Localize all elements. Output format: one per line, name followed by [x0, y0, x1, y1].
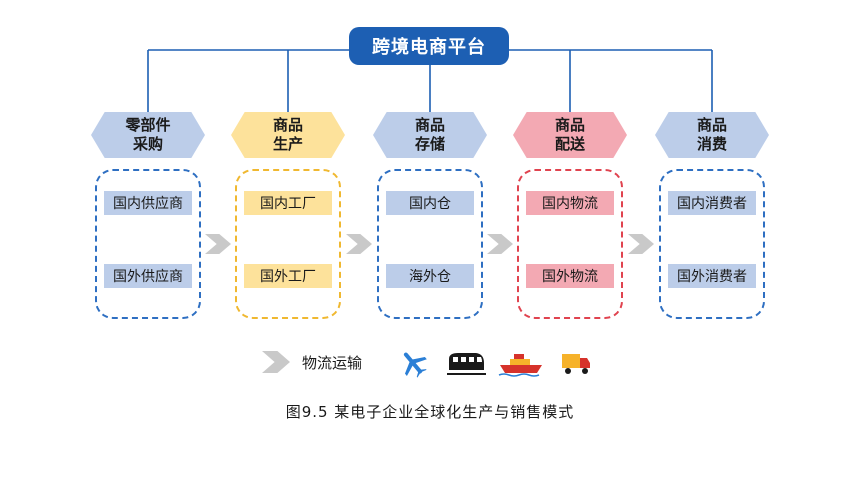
- stage-label-line2: 采购: [132, 135, 163, 153]
- figure-caption: 图9.5 某电子企业全球化生产与销售模式: [285, 403, 575, 421]
- stage-group-production: 国内工厂 国外工厂: [235, 169, 341, 319]
- flow-arrow-icon: [628, 234, 654, 254]
- item-domestic-logistics: 国内物流: [526, 191, 614, 215]
- stage-label-line2: 生产: [272, 135, 303, 153]
- item-overseas-warehouse: 海外仓: [386, 264, 474, 288]
- item-domestic-consumer: 国内消费者: [668, 191, 756, 215]
- item-domestic-factory: 国内工厂: [244, 191, 332, 215]
- stage-hexagon-consumption: 商品 消费: [655, 112, 769, 158]
- stage-label-line1: 商品: [696, 116, 727, 134]
- train-icon: [447, 353, 486, 375]
- platform-box: 跨境电商平台: [349, 27, 509, 65]
- stage-hexagon-production: 商品 生产: [231, 112, 345, 158]
- stage-group-storage: 国内仓 海外仓: [377, 169, 483, 319]
- flow-arrow-icon: [205, 234, 231, 254]
- legend-label: 物流运输: [302, 354, 363, 372]
- item-foreign-supplier: 国外供应商: [104, 264, 192, 288]
- stage-label-line2: 消费: [696, 135, 727, 153]
- stage-label-line2: 配送: [554, 135, 585, 153]
- flow-arrow-icon: [346, 234, 372, 254]
- truck-icon: [562, 354, 590, 374]
- legend-arrow-icon: [262, 351, 290, 373]
- stage-label-line1: 零部件: [125, 116, 171, 134]
- stage-group-delivery: 国内物流 国外物流: [517, 169, 623, 319]
- stage-label-line1: 商品: [554, 116, 585, 134]
- ship-icon: [498, 354, 542, 377]
- item-foreign-logistics: 国外物流: [526, 264, 614, 288]
- stage-group-procurement: 国内供应商 国外供应商: [95, 169, 201, 319]
- airplane-icon: [403, 352, 427, 378]
- stage-hexagon-delivery: 商品 配送: [513, 112, 627, 158]
- item-domestic-warehouse: 国内仓: [386, 191, 474, 215]
- stage-group-consumption: 国内消费者 国外消费者: [659, 169, 765, 319]
- platform-label: 跨境电商平台: [372, 37, 486, 58]
- stage-label-line1: 商品: [414, 116, 445, 134]
- stage-label-line2: 存储: [414, 135, 445, 153]
- flow-arrow-icon: [487, 234, 513, 254]
- item-foreign-consumer: 国外消费者: [668, 264, 756, 288]
- stage-hexagon-storage: 商品 存储: [373, 112, 487, 158]
- item-foreign-factory: 国外工厂: [244, 264, 332, 288]
- stage-label-line1: 商品: [272, 116, 303, 134]
- stage-hexagon-procurement: 零部件 采购: [91, 112, 205, 158]
- item-domestic-supplier: 国内供应商: [104, 191, 192, 215]
